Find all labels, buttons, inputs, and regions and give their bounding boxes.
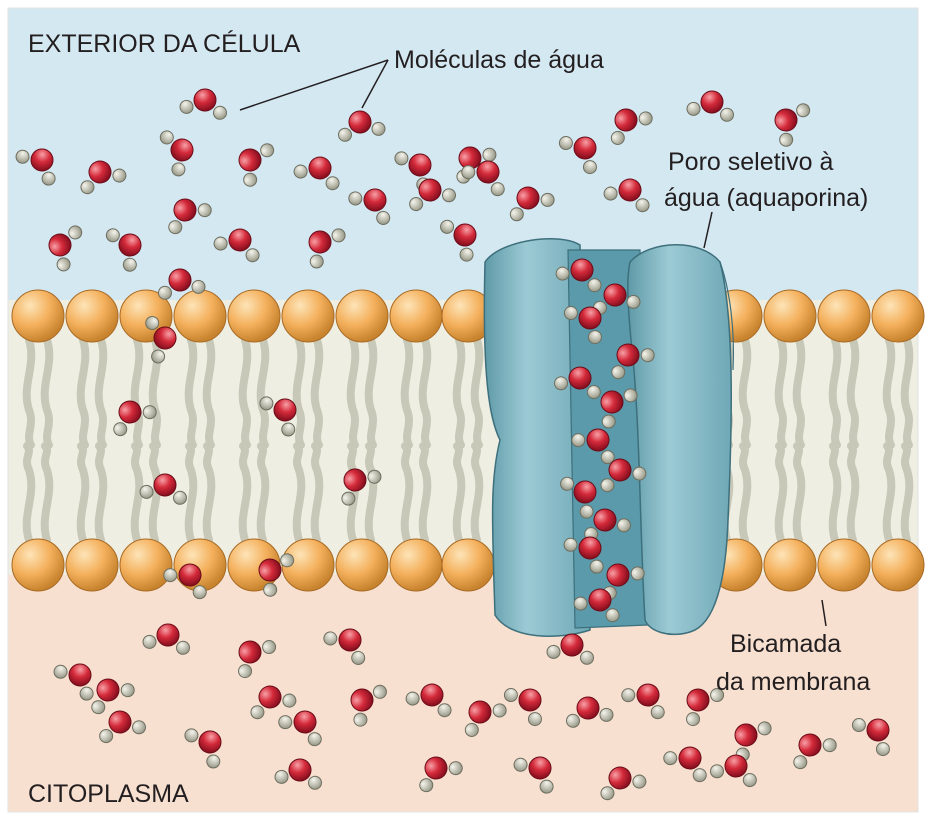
- lipid-tail: [457, 340, 462, 445]
- lipid-tail: [743, 446, 748, 540]
- phospholipid-head: [12, 539, 64, 591]
- lipid-tail: [99, 446, 104, 540]
- lipid-tail: [405, 340, 410, 445]
- phospholipid-head: [66, 290, 118, 342]
- phospholipid-head: [66, 539, 118, 591]
- phospholipid-head: [282, 290, 334, 342]
- lipid-tail: [797, 340, 802, 445]
- lipid-tail: [405, 446, 410, 540]
- pore-label-line1: Poro seletivo à: [668, 148, 833, 176]
- lipid-tail: [779, 340, 784, 445]
- lipid-tail: [351, 340, 356, 445]
- phospholipid-head: [872, 290, 924, 342]
- lipid-tail: [189, 446, 194, 540]
- phospholipid-head: [120, 539, 172, 591]
- lipid-tail: [851, 340, 856, 445]
- lipid-tail: [207, 340, 212, 445]
- phospholipid-head: [336, 539, 388, 591]
- pore-label-line2: água (aquaporina): [664, 184, 868, 212]
- phospholipid-head: [764, 539, 816, 591]
- lipid-tail: [887, 446, 892, 540]
- phospholipid-head: [818, 539, 870, 591]
- lipid-tail: [99, 340, 104, 445]
- phospholipid-head: [442, 539, 494, 591]
- bilayer-label-line2: da membrana: [716, 668, 870, 696]
- lipid-tail: [45, 446, 50, 540]
- cytoplasm-label: CITOPLASMA: [28, 780, 189, 808]
- lipid-tail: [833, 340, 838, 445]
- lipid-tail: [81, 340, 86, 445]
- lipid-tail: [297, 446, 302, 540]
- lipid-tail: [135, 446, 140, 540]
- lipid-tail: [905, 446, 910, 540]
- lipid-tail: [27, 446, 32, 540]
- phospholipid-head: [872, 539, 924, 591]
- lipid-tail: [457, 446, 462, 540]
- lipid-tail: [81, 446, 86, 540]
- phospholipid-head: [390, 290, 442, 342]
- lipid-tail: [369, 446, 374, 540]
- lipid-tail: [797, 446, 802, 540]
- phospholipid-head: [336, 290, 388, 342]
- lipid-tail: [423, 446, 428, 540]
- lipid-tail: [369, 340, 374, 445]
- phospholipid-head: [12, 290, 64, 342]
- phospholipid-head: [818, 290, 870, 342]
- lipid-tail: [189, 340, 194, 445]
- lipid-tail: [315, 446, 320, 540]
- phospholipid-head: [764, 290, 816, 342]
- phospholipid-head: [390, 539, 442, 591]
- lipid-tail: [743, 340, 748, 445]
- lipid-tail: [315, 340, 320, 445]
- bilayer-label-line1: Bicamada: [730, 630, 841, 658]
- lipid-tail: [475, 340, 480, 445]
- lipid-tail: [297, 340, 302, 445]
- lipid-tail: [779, 446, 784, 540]
- lipid-tail: [905, 340, 910, 445]
- lipid-tail: [261, 340, 266, 445]
- lipid-tail: [243, 340, 248, 445]
- water-molecules-label: Moléculas de água: [394, 46, 604, 74]
- phospholipid-head: [228, 290, 280, 342]
- lipid-tail: [475, 446, 480, 540]
- lipid-tail: [423, 340, 428, 445]
- exterior-label: EXTERIOR DA CÉLULA: [28, 29, 301, 58]
- lipid-tail: [135, 340, 140, 445]
- lipid-tail: [261, 446, 266, 540]
- phospholipid-head: [174, 290, 226, 342]
- lipid-tail: [833, 446, 838, 540]
- lipid-tail: [27, 340, 32, 445]
- lipid-tail: [887, 340, 892, 445]
- phospholipid-head: [174, 539, 226, 591]
- lipid-tail: [243, 446, 248, 540]
- lipid-tail: [851, 446, 856, 540]
- lipid-tail: [207, 446, 212, 540]
- lipid-tail: [45, 340, 50, 445]
